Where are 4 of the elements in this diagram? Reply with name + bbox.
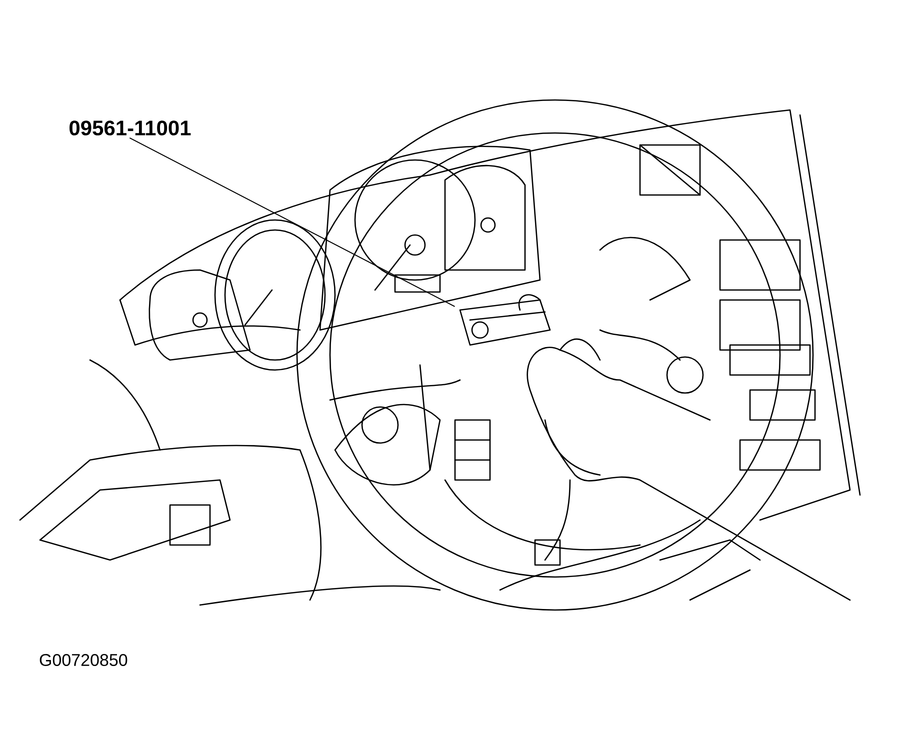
tool-picture — [459, 294, 551, 346]
figure-code: G00720850 — [40, 654, 128, 666]
part-number: 09561-11001 — [70, 120, 191, 136]
leader-line — [130, 138, 455, 307]
